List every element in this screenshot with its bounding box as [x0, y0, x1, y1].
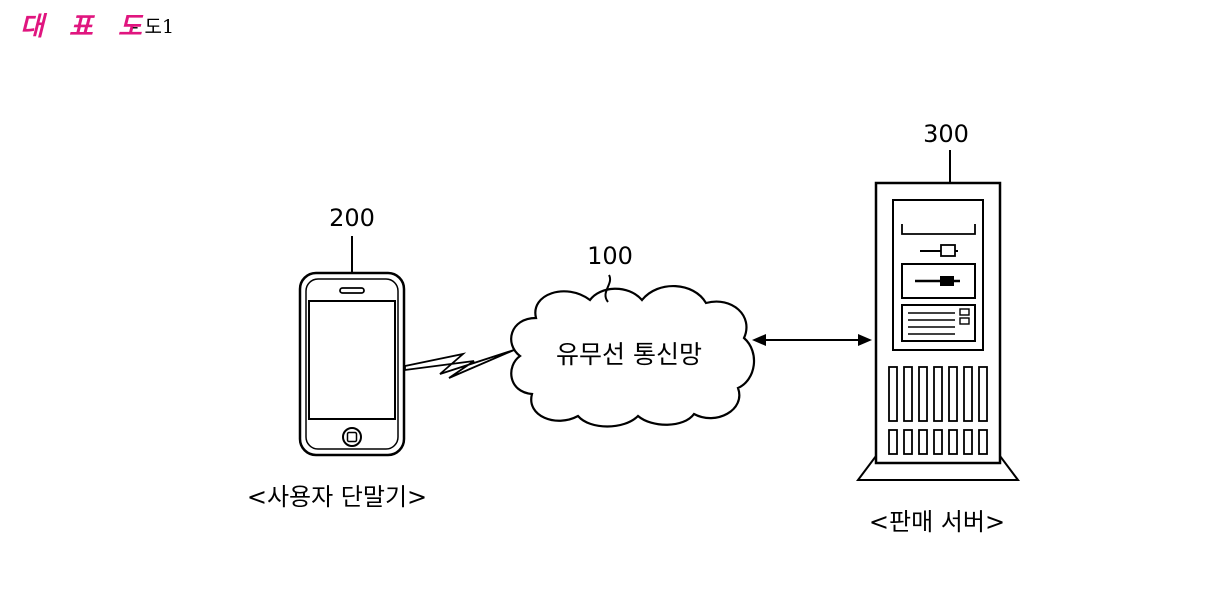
bidirectional-arrow — [752, 334, 872, 346]
wireless-link-icon — [405, 350, 514, 378]
server-tower-icon — [858, 183, 1018, 480]
network-ref-number: 100 — [587, 242, 633, 270]
terminal-ref-number: 200 — [329, 204, 375, 232]
server-caption: <판매 서버> — [869, 508, 1005, 536]
smartphone-icon — [300, 273, 404, 455]
network-label: 유무선 통신망 — [556, 340, 702, 369]
terminal-caption: <사용자 단말기> — [247, 483, 427, 511]
server-ref-number: 300 — [923, 120, 969, 148]
